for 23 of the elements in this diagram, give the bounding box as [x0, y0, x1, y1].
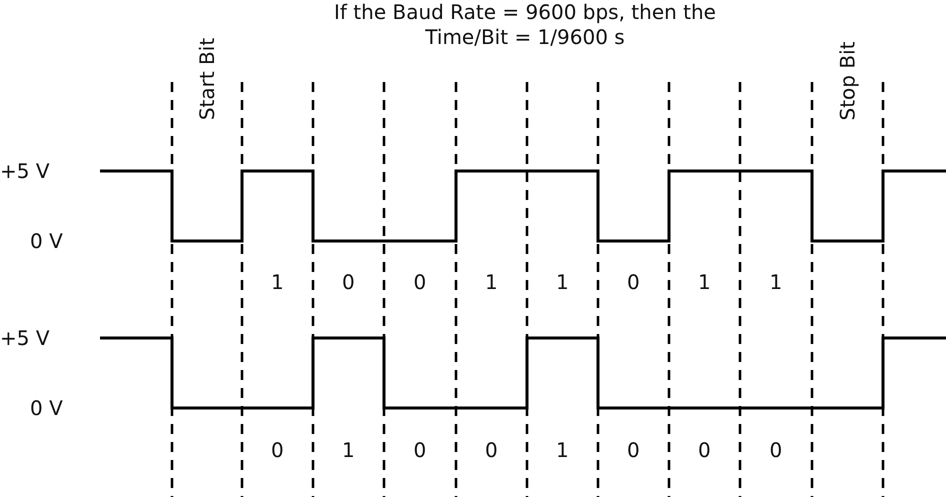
- bit-value: 0: [627, 272, 640, 292]
- bit-value: 0: [271, 440, 284, 460]
- bit-value: 0: [770, 440, 782, 460]
- voltage-label: 0 V: [30, 398, 63, 418]
- voltage-label: +5 V: [0, 161, 50, 181]
- diagram-title: If the Baud Rate = 9600 bps, then the Time/Bit = 1/9600 s: [333, 0, 717, 50]
- stop-bit-label: Stop Bit: [836, 41, 857, 120]
- bit-value: 0: [627, 440, 640, 460]
- bit-value: 1: [698, 272, 711, 292]
- start-bit-label: Start Bit: [197, 38, 218, 120]
- voltage-label: +5 V: [0, 328, 50, 348]
- bit-value: 1: [271, 272, 284, 292]
- bit-value: 1: [485, 272, 498, 292]
- bit-value: 0: [342, 272, 355, 292]
- voltage-label: 0 V: [30, 231, 63, 251]
- bit-value: 1: [342, 440, 355, 460]
- bit-value: 0: [414, 440, 426, 460]
- bit-value: 0: [698, 440, 711, 460]
- bit-value: 0: [485, 440, 498, 460]
- bit-value: 1: [556, 440, 569, 460]
- bit-value: 1: [556, 272, 569, 292]
- bit-value: 0: [414, 272, 426, 292]
- bit-value: 1: [770, 272, 782, 292]
